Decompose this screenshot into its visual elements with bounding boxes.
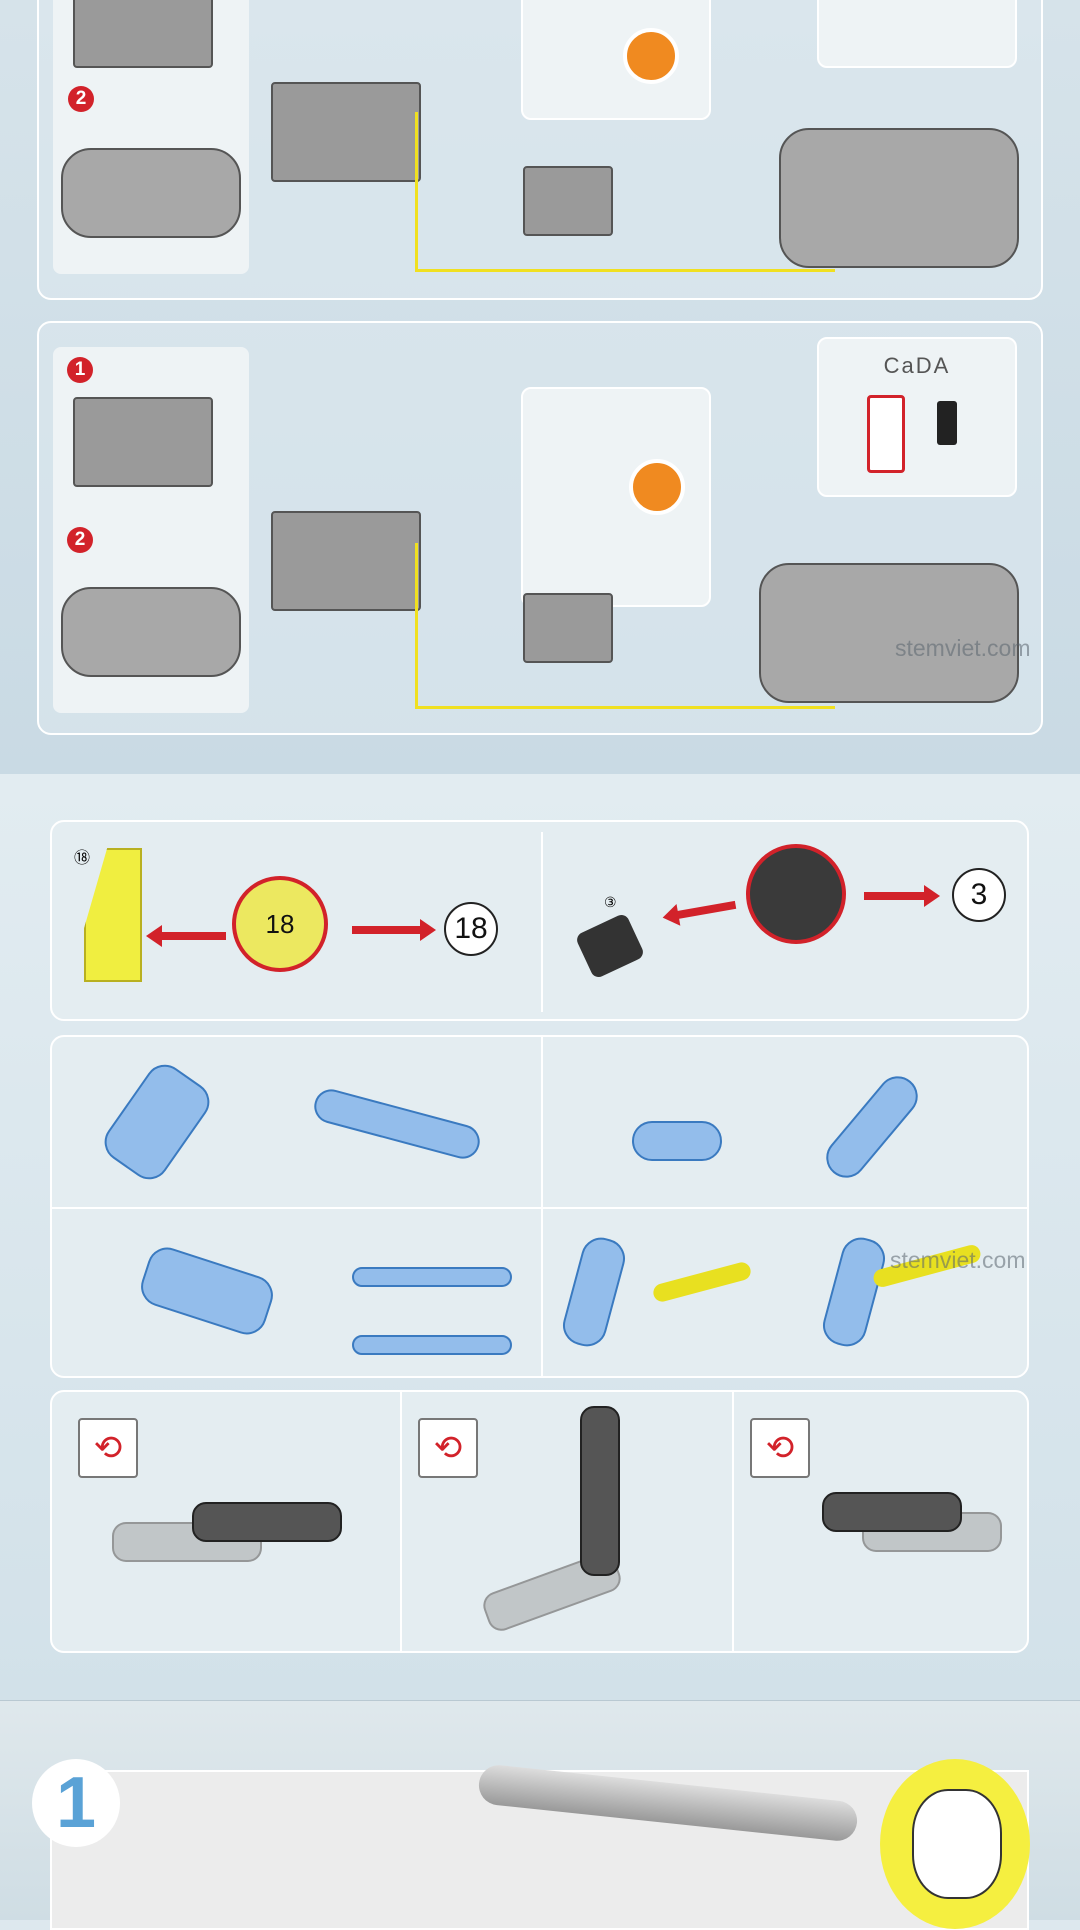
wing-part xyxy=(96,1056,218,1188)
part-callout-3 xyxy=(746,844,846,944)
rotate-horizontal-axis-icon: ⟲ xyxy=(418,1418,478,1478)
build-section: ⑱ 18 18 ③ 3 stemviet.com ⟲ ⟲ xyxy=(0,774,1080,1700)
wing-part xyxy=(632,1121,722,1161)
motor-zoom xyxy=(521,0,711,120)
arrow-left xyxy=(146,925,226,947)
motor xyxy=(523,593,613,663)
motor xyxy=(523,166,613,236)
battery-box xyxy=(271,82,421,182)
brand-label: CaDA xyxy=(883,353,951,378)
remote-panel-2: 1 2 CaDA stemviet.com xyxy=(37,321,1043,735)
arrow-left xyxy=(675,900,737,920)
part-callout-18: 18 xyxy=(232,876,328,972)
liftarm-beam xyxy=(822,1492,962,1532)
switch-zoom: CaDA xyxy=(817,337,1017,497)
remote-panel-1: 2 xyxy=(37,0,1043,300)
remote-controller xyxy=(61,587,241,677)
watermark: stemviet.com xyxy=(890,1247,1026,1273)
steps-box: 1 2 xyxy=(53,347,249,713)
wing-rotation xyxy=(310,1085,484,1163)
rotate-vertical-axis-icon: ⟲ xyxy=(78,1418,138,1478)
face xyxy=(912,1789,1002,1899)
battery-box xyxy=(73,0,213,68)
wing-slide xyxy=(352,1267,512,1287)
axle-connector-part xyxy=(574,912,646,980)
rotation-icon xyxy=(623,28,679,84)
liftarm-beam xyxy=(192,1502,342,1542)
parts-panel: ⑱ 18 18 ③ 3 xyxy=(50,820,1029,1021)
switch-zoom xyxy=(817,0,1017,68)
divider xyxy=(541,832,543,1012)
battery-box xyxy=(73,397,213,487)
minifig-head-icon xyxy=(880,1759,1030,1929)
divider xyxy=(541,1037,543,1376)
rotation-legend-panel: ⟲ ⟲ ⟲ xyxy=(50,1390,1029,1653)
step-number: 1 xyxy=(32,1759,120,1847)
rotate-depth-axis-icon: ⟲ xyxy=(750,1418,810,1478)
liftarm-beam xyxy=(580,1406,620,1576)
part-tag-18: ⑱ xyxy=(74,850,91,867)
step-section: 1 xyxy=(0,1700,1080,1930)
wing-rotation xyxy=(818,1068,926,1186)
wing-part xyxy=(135,1242,279,1340)
power-switch xyxy=(867,395,905,473)
connection-wire xyxy=(415,112,835,272)
motor-zoom xyxy=(521,387,711,607)
yellow-panel-part xyxy=(84,848,142,982)
steps-box: 2 xyxy=(53,0,249,274)
remote-controller xyxy=(779,128,1019,268)
divider xyxy=(400,1392,402,1651)
watermark: stemviet.com xyxy=(895,635,1031,661)
remote-controller xyxy=(759,563,1019,703)
divider xyxy=(52,1207,1027,1209)
wing-part xyxy=(558,1233,630,1351)
remote-controller xyxy=(61,148,241,238)
remote-setup-section: 2 1 2 CaDA stemviet.com xyxy=(0,0,1080,774)
step-badge-2: 2 xyxy=(67,527,93,553)
step-badge-1: 1 xyxy=(67,357,93,383)
step-badge-2: 2 xyxy=(68,86,94,112)
battery-box xyxy=(271,511,421,611)
arrow-right xyxy=(352,919,436,941)
switch-2 xyxy=(937,401,957,445)
part-number-3: 3 xyxy=(952,868,1006,922)
wing-part xyxy=(818,1233,890,1351)
arrow-right xyxy=(864,885,940,907)
part-tag-3: ③ xyxy=(604,894,617,910)
wing-assembly-panel: stemviet.com xyxy=(50,1035,1029,1378)
rotation-icon xyxy=(629,459,685,515)
wing-slide xyxy=(352,1335,512,1355)
divider xyxy=(732,1392,734,1651)
yellow-beam xyxy=(651,1260,753,1304)
connection-wire xyxy=(415,543,835,709)
part-number-18: 18 xyxy=(444,902,498,956)
